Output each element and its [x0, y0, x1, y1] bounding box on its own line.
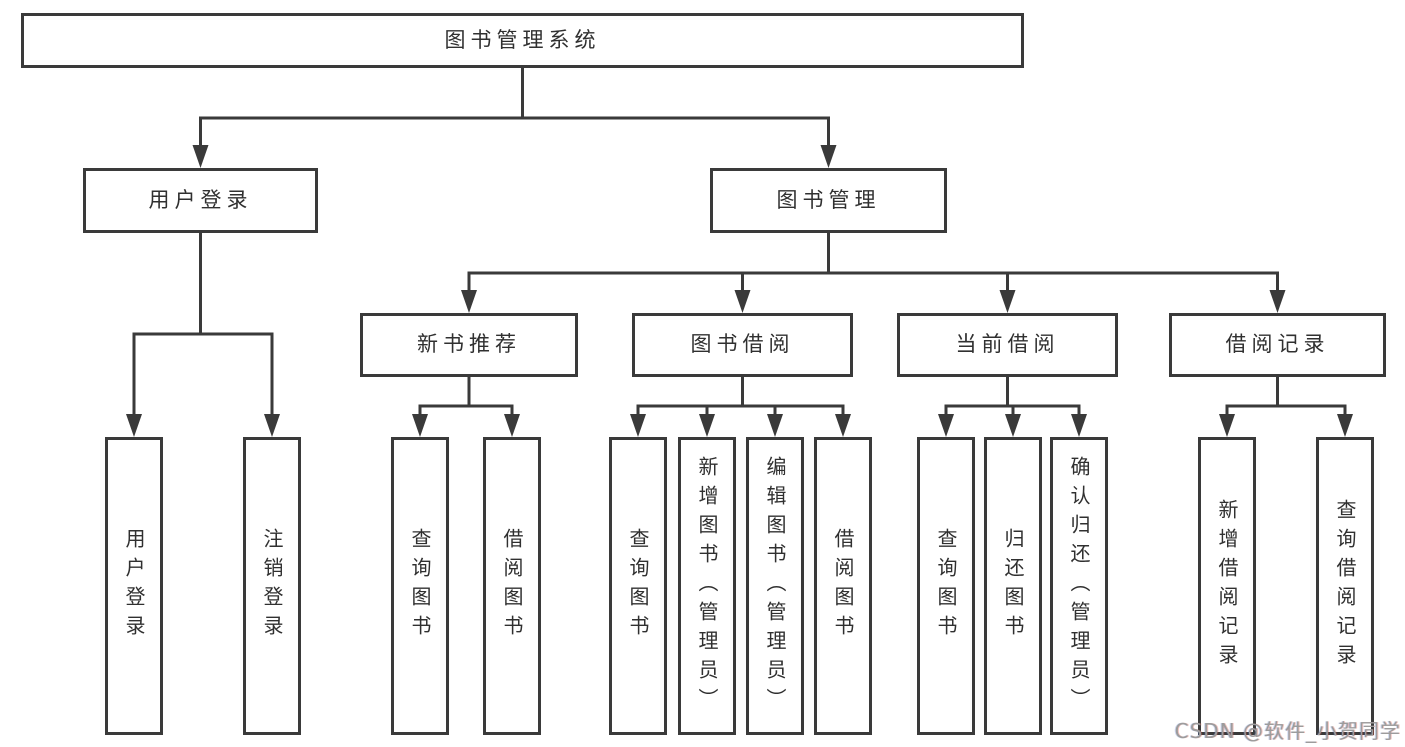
diagram-node-his: 借阅记录	[1169, 313, 1386, 377]
diagram-node-l5: 查询图书	[609, 437, 667, 735]
diagram-node-mgmt: 图书管理	[710, 168, 947, 233]
watermark: CSDN @软件_小贺同学	[1174, 719, 1401, 743]
diagram-node-l9: 查询图书	[917, 437, 975, 735]
diagram-node-l10: 归还图书	[984, 437, 1042, 735]
diagram-node-bor: 图书借阅	[632, 313, 853, 377]
diagram-node-cur: 当前借阅	[897, 313, 1118, 377]
diagram-node-l2: 注销登录	[243, 437, 301, 735]
diagram-node-l1: 用户登录	[105, 437, 163, 735]
diagram-node-l12: 新增借阅记录	[1198, 437, 1256, 735]
diagram-node-l11: 确认归还（管理员）	[1050, 437, 1108, 735]
diagram-node-root: 图书管理系统	[21, 13, 1024, 68]
diagram-node-l3: 查询图书	[391, 437, 449, 735]
diagram-node-login: 用户登录	[83, 168, 318, 233]
diagram-node-l13: 查询借阅记录	[1316, 437, 1374, 735]
diagram-node-l8: 借阅图书	[814, 437, 872, 735]
diagram-node-l7: 编辑图书（管理员）	[746, 437, 804, 735]
diagram-node-rec: 新书推荐	[360, 313, 578, 377]
diagram-node-l4: 借阅图书	[483, 437, 541, 735]
diagram-node-l6: 新增图书（管理员）	[678, 437, 736, 735]
